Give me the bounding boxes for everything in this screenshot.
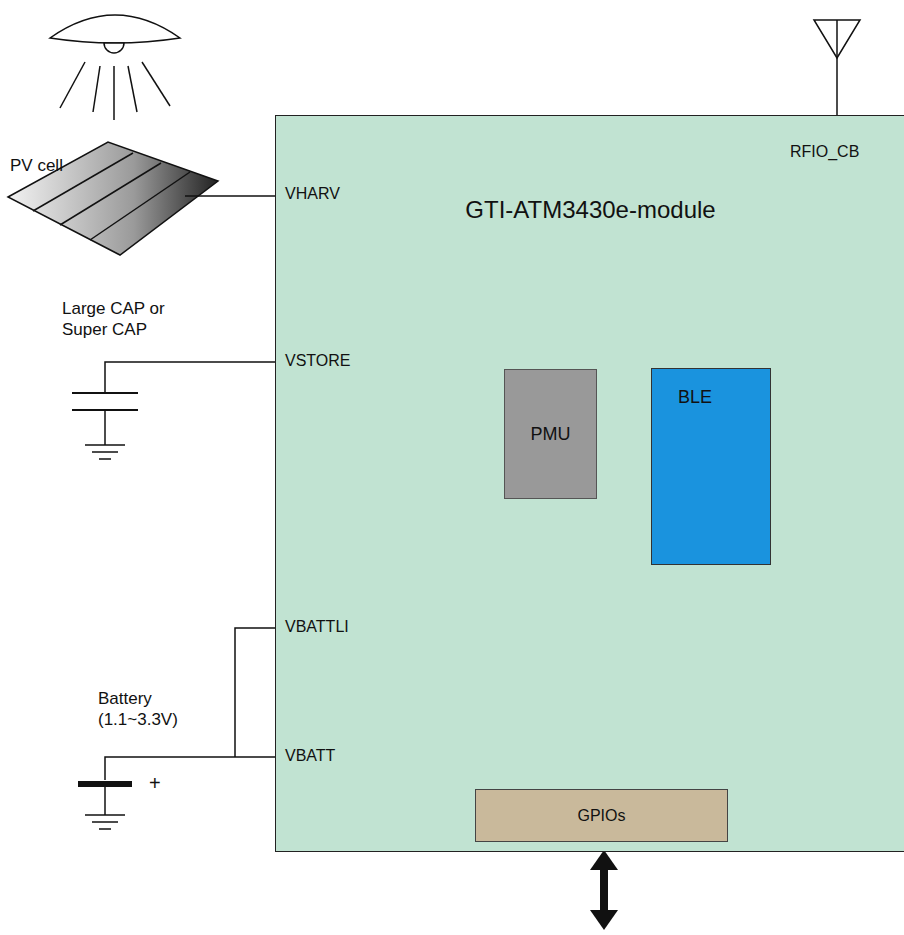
double-arrow — [590, 850, 618, 930]
lamp — [50, 15, 180, 120]
pin-name: RFIO_CB — [790, 142, 890, 162]
polarity-sign: + — [149, 771, 169, 796]
node-text: BLE — [678, 387, 712, 408]
part-name: Battery (1.1~3.3V) — [98, 688, 213, 731]
module-box: GTI-ATM3430e-modulePMU BLE GPIOs — [275, 115, 904, 852]
ble-block: BLE — [651, 368, 771, 565]
part-name: PV cell — [10, 155, 100, 176]
pin-name: VHARV — [285, 184, 365, 204]
pv-cell — [8, 142, 218, 255]
antenna-symbol — [814, 20, 860, 115]
pin-name: VSTORE — [285, 351, 365, 371]
part-name: Large CAP or Super CAP — [62, 298, 202, 341]
gpio-block: GPIOs — [475, 789, 728, 842]
battery-symbol — [78, 628, 275, 829]
pin-name: VBATTLI — [285, 617, 365, 637]
wire — [185, 195, 275, 197]
pin-name: VBATT — [285, 746, 365, 766]
pmu-block: PMU — [504, 369, 597, 499]
node-text: GTI-ATM3430e-module — [276, 196, 904, 224]
node-text: PMU — [531, 424, 571, 445]
capacitor-symbol — [72, 362, 275, 459]
node-text: GPIOs — [577, 807, 625, 825]
